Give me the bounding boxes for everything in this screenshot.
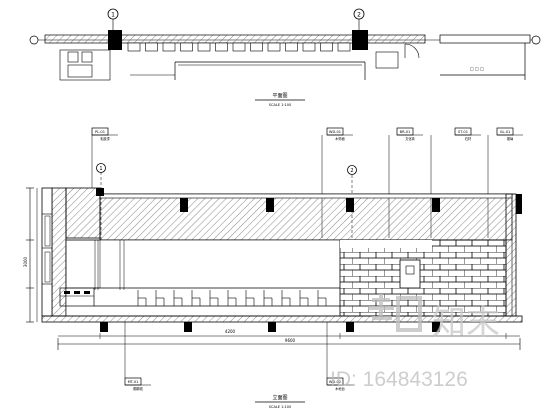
floor-blocks [100,322,440,332]
plan-seat [232,42,246,52]
chair-row [137,290,327,306]
chair [191,290,201,306]
plan-seat [215,42,228,52]
callout-text: 乳胶漆 [100,136,110,141]
callout-text: 踢脚线 [133,386,143,391]
chair [227,290,237,306]
callout-text: 石材 [465,136,472,141]
booth-seat [59,287,95,307]
callout-text: 木地台 [335,386,345,391]
watermark-logo-icon [368,294,422,332]
plan-seat [285,42,298,52]
plan-seat [302,42,316,52]
callout-code: GL-01 [500,130,511,134]
callout-code: PL-01 [95,130,105,134]
plan-grid-bubble-1 [107,8,119,20]
callout-code: WD-02 [329,380,341,384]
floor-block [346,322,354,332]
plan-seat [180,42,193,52]
plan-seat [320,42,333,52]
callout-top-1: PL-01 乳胶漆 [91,127,118,188]
elevation-subtitle: SCALE 1:100 [269,405,291,409]
plan-seat [162,42,176,52]
callout-top-5: GL-01 玻璃 [487,127,523,238]
chair [299,290,309,306]
callout-text: 玻璃 [507,136,514,141]
plan-seat [145,42,158,52]
callout-code: ST-01 [458,130,468,134]
elev-grid-label-2: 2 [350,168,353,174]
ceiling-slab [99,193,513,241]
brick-wall-feature [339,239,507,317]
plan-subtitle: SCALE 1:100 [269,103,291,107]
floor-block [184,322,192,332]
plan-grid-label-2: 2 [357,12,361,19]
plan-north-wall-right [439,34,531,44]
plan-door-swing [404,43,420,59]
plan-grid-bubble-right [531,35,541,45]
chair [317,290,327,306]
chair [245,290,255,306]
chair [155,290,165,306]
callout-text: 文化砖 [405,136,415,141]
callout-code: WD-01 [329,130,341,134]
plan-seat-row [127,42,351,52]
dim-height: 3000 [23,256,28,267]
ceiling-beam [266,198,274,212]
ceiling-beam [346,198,354,212]
watermark-id: ID: 164843126 [330,368,468,391]
plan-title: 平面图 [272,93,287,99]
plan-seat [127,42,141,52]
left-column-block [65,187,101,239]
chair [173,290,183,306]
callout-bottom-2: WD-02 木地台 [326,322,353,391]
elev-grid-label-1: 1 [99,166,102,172]
plan-seat [267,42,281,52]
chair [137,290,147,306]
plan-grid-bubble-left [29,35,39,45]
elevation-title: 立面图 [272,394,287,401]
floor-block [100,322,108,332]
floor-block [432,322,440,332]
plan-view: 1 2 □ □ □ 平面图 SCALE 1:100 [29,8,541,107]
ceiling-beam [432,198,440,212]
elevation-view: PL-01 乳胶漆 WD-01 木饰面 BR-01 文化砖 ST-01 石材 GL-01 玻璃 1… [23,127,523,409]
chair [281,290,291,306]
callouts-top: PL-01 乳胶漆 WD-01 木饰面 BR-01 文化砖 ST-01 石材 GL-01 玻璃 [91,127,523,238]
plan-grid-label-1: 1 [111,12,115,19]
plan-column-1 [108,30,122,50]
callouts-bottom: MT-01 踢脚线 WD-02 木地台 [124,322,353,391]
floor-slab [41,315,523,323]
chair [209,290,219,306]
ceiling-beams [180,198,440,212]
callout-text: 木饰面 [335,136,345,141]
plan-seat [337,42,351,52]
elev-grid-bubble-1 [96,163,106,173]
plan-seat [197,42,211,52]
dim-segment: 4200 [225,329,236,334]
chair [263,290,273,306]
callout-code: MT-01 [128,380,139,384]
callout-bottom-1: MT-01 踢脚线 [124,322,151,391]
plan-seat [250,42,263,52]
callout-code: BR-01 [400,130,411,134]
plan-room-label: □ □ □ [470,66,484,71]
ceiling-beam [180,198,188,212]
watermark-logo-text: 知末 [432,304,500,342]
right-wall [505,193,517,317]
plan-grid-bubble-2 [353,8,365,20]
watermark: 知末 ID: 164843126 [330,294,500,391]
plan-column-2 [352,30,368,50]
left-wall [51,187,67,317]
dim-total: 9600 [285,338,296,343]
elev-grid-bubble-2 [347,165,357,175]
floor-block [268,322,276,332]
